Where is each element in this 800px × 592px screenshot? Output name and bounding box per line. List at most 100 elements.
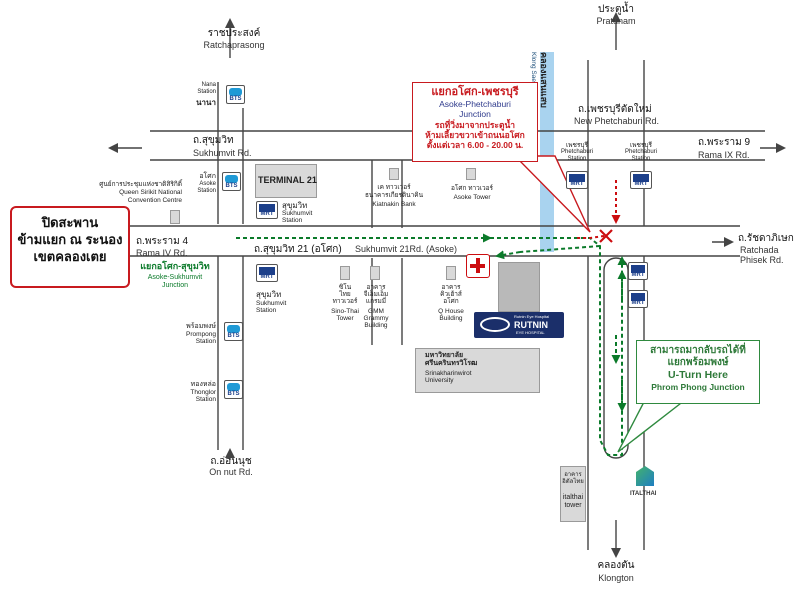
road-rama4-sukhumvit21 xyxy=(120,225,740,257)
asoke-tower-building xyxy=(466,168,476,180)
hospital-cross-icon xyxy=(466,254,490,278)
italthai-tower-building xyxy=(560,466,586,522)
sino-thai-tower-building xyxy=(340,266,350,280)
no-turn-cross xyxy=(599,229,613,243)
sukhumvit-mrt-label-th: สุขุมวิท xyxy=(282,201,308,210)
bridge-closed-callout: ปิดสะพาน ข้ามแยก ณ ระนอง เขตคลองเตย xyxy=(10,206,130,288)
sukhumvit-mrt2-label-th: สุขุมวิท xyxy=(256,290,282,299)
gmm-label-th: อาคาร จีเอ็มเอ็ม แกรมมี่ xyxy=(363,284,389,305)
mrt-sukhumvit-station-icon: MRT xyxy=(256,201,278,219)
sukhumvit21-label-en: Sukhumvit 21Rd. (Asoke) xyxy=(355,244,458,254)
qsncc-label-th: ศูนย์การประชุมแห่งชาติสิริกิติ์ xyxy=(99,181,182,188)
terminal-21-building xyxy=(255,164,317,198)
bts-nana-station-icon: BTS xyxy=(226,85,245,104)
ratchaprasong-label-th: ราชประสงค์ xyxy=(207,28,261,39)
qhouse-label-th: อาคาร คิวเฮ้าส์ อโศก xyxy=(440,284,462,305)
u-turn-line2: แยกพร้อมพงษ์ xyxy=(667,357,729,368)
phetchaburi-station-2-label-th: เพชรบุรี xyxy=(629,142,653,149)
sukhumvit-mrt-label-en: Sukhumvit Station xyxy=(282,210,313,224)
gmm-grammy-building xyxy=(370,266,380,280)
rutnin-sub-label: EYE HOSPITAL xyxy=(516,330,545,335)
sukhumvit-mrt2-label-en: Sukhumvit Station xyxy=(256,300,287,314)
kiatnakin-label-th: เค ทาวเวอร์ ธนาคารเกียรตินาคิน xyxy=(364,184,424,199)
prompong-label-th: พร้อมพงษ์ xyxy=(186,323,216,330)
asoke-tower-label-th: อโศก ทาวเวอร์ xyxy=(450,185,494,192)
rama4-label-th: ถ.พระราม 4 xyxy=(136,236,189,247)
sukhumvit-rd-label-en: Sukhumvit Rd. xyxy=(193,148,252,158)
ratchada-label-en: Ratchada Phisek Rd. xyxy=(740,245,784,265)
nana-station-label-th: นานา xyxy=(196,98,216,107)
u-turn-line4: Phrom Phong Junction xyxy=(651,382,745,392)
rama4-label-en: Rama IV Rd. xyxy=(136,248,188,258)
junction-note1: รถที่วิ่งมาจากประตูน้ำ xyxy=(434,120,516,130)
road-new-phetchaburi xyxy=(565,130,765,161)
onnut-label-th: ถ.อ่อนนุช xyxy=(210,456,252,467)
asoke-station-label-en: Asoke Station xyxy=(197,181,216,194)
bts-thonglor-station-icon: BTS xyxy=(224,380,243,399)
bridge-closed-line3: เขตคลองเตย xyxy=(33,249,107,264)
canal xyxy=(540,52,554,252)
phetchaburi-station-2-label-en: Phetchaburi Station xyxy=(624,149,658,162)
italthai-tower-label-th: อาคาร อิตัลไทย xyxy=(562,472,584,485)
thonglor-label-th: ทองหล่อ xyxy=(190,381,216,388)
kiatnakin-label-en: Kiatnakin Bank xyxy=(372,201,416,208)
asoke-sukhumvit-junction-label-th: แยกอโศก-สุขุมวิท xyxy=(140,261,210,271)
bts-prompong-station-icon: BTS xyxy=(224,322,243,341)
qsncc-label-en: Queen Sirikit National Convention Centre xyxy=(119,189,182,204)
phetchaburi-station-1-label-th: เพชรบุรี xyxy=(565,142,589,149)
italthai-tower-label-en: italthai tower xyxy=(562,494,584,509)
mrt-label: MRT xyxy=(260,211,274,217)
rutnin-small-label: Rutnin Eye Hospital xyxy=(514,314,550,319)
klongtan-label-th: คลองตัน xyxy=(597,560,635,571)
rama9-label-en: Rama IX Rd. xyxy=(698,150,750,160)
italthai-logo-label: ITALTHAI xyxy=(630,491,657,497)
bridge-closed-line1: ปิดสะพาน xyxy=(41,215,99,230)
klongtan-label-en: Klongton xyxy=(598,573,634,583)
junction-note2: ห้ามเลี้ยวขวาเข้าถนนอโศก xyxy=(425,130,525,140)
mrt-phetchaburi-station-2-icon: MRT xyxy=(630,171,652,189)
road-asoke-west-edge xyxy=(217,82,244,450)
prompong-label-en: Prompong Station xyxy=(186,331,216,345)
sukhumvit21-label-th: ถ.สุขุมวิท 21 (อโศก) xyxy=(254,244,342,255)
mrt-label: MRT xyxy=(631,272,645,278)
direction-arrows xyxy=(108,12,786,558)
bridge-closed-line2: ข้ามแยก ณ ระนอง xyxy=(17,232,123,247)
onnut-label-en: On nut Rd. xyxy=(209,467,253,477)
rama9-label-th: ถ.พระราม 9 xyxy=(698,137,751,148)
sino-thai-label-en: Sino-Thai Tower xyxy=(331,308,359,322)
bts-label: BTS xyxy=(227,333,240,339)
pratunam-label-en: Pratunam xyxy=(596,16,636,26)
mrt-ratchada-station-icon-2: MRT xyxy=(628,290,648,308)
bts-label: BTS xyxy=(227,391,240,397)
sino-thai-label-th: ซิโน ไทย ทาวเวอร์ xyxy=(332,284,358,305)
khlong-saen-saep-label-th: คลองแสนแสบ xyxy=(539,52,549,108)
q-house-building xyxy=(446,266,456,280)
mrt-label: MRT xyxy=(260,274,274,280)
asoke-sukhumvit-junction-label-en: Asoke-Sukhumvit Junction xyxy=(147,274,203,289)
terminal-21-label: TERMINAL 21 xyxy=(258,175,317,185)
junction-title-en: Asoke-Phetchaburi Junction xyxy=(439,99,511,119)
recommended-route xyxy=(236,233,627,456)
swu-label-en: Srinakharinwirot University xyxy=(425,370,472,384)
mrt-phetchaburi-station-1-icon: MRT xyxy=(566,171,588,189)
asoke-phetchaburi-junction-callout: แยกอโศก-เพชรบุรี Asoke-Phetchaburi Junct… xyxy=(412,82,538,162)
rutnin-hospital-building xyxy=(498,262,540,312)
bts-asoke-station-icon: BTS xyxy=(222,172,241,191)
ratchada-label-th: ถ.รัชดาภิเษก xyxy=(738,233,794,244)
thonglor-label-en: Thonglor Station xyxy=(190,389,216,403)
asoke-tower-label-en: Asoke Tower xyxy=(453,194,491,201)
ratchaprasong-label-en: Ratchaprasong xyxy=(203,40,265,50)
phetchaburi-station-1-label-en: Phetchaburi Station xyxy=(560,149,594,162)
u-turn-callout: สามารถมากลับรถได้ที่ แยกพร้อมพงษ์ U-Turn… xyxy=(636,340,760,404)
pratunam-label-th: ประตูน้ำ xyxy=(597,4,635,15)
mrt-label: MRT xyxy=(634,181,648,187)
bts-label: BTS xyxy=(225,183,238,189)
blocked-route xyxy=(576,180,621,239)
u-turn-line1: สามารถมากลับรถได้ที่ xyxy=(650,345,746,356)
swu-label-th: มหาวิทยาลัย ศรีนครินทรวิโรฒ xyxy=(425,352,478,367)
rutnin-eye-icon xyxy=(480,317,510,332)
mrt-sukhumvit-station-2-icon: MRT xyxy=(256,264,278,282)
rutnin-logo: Rutnin Eye Hospital RUTNIN EYE HOSPITAL xyxy=(474,312,564,338)
